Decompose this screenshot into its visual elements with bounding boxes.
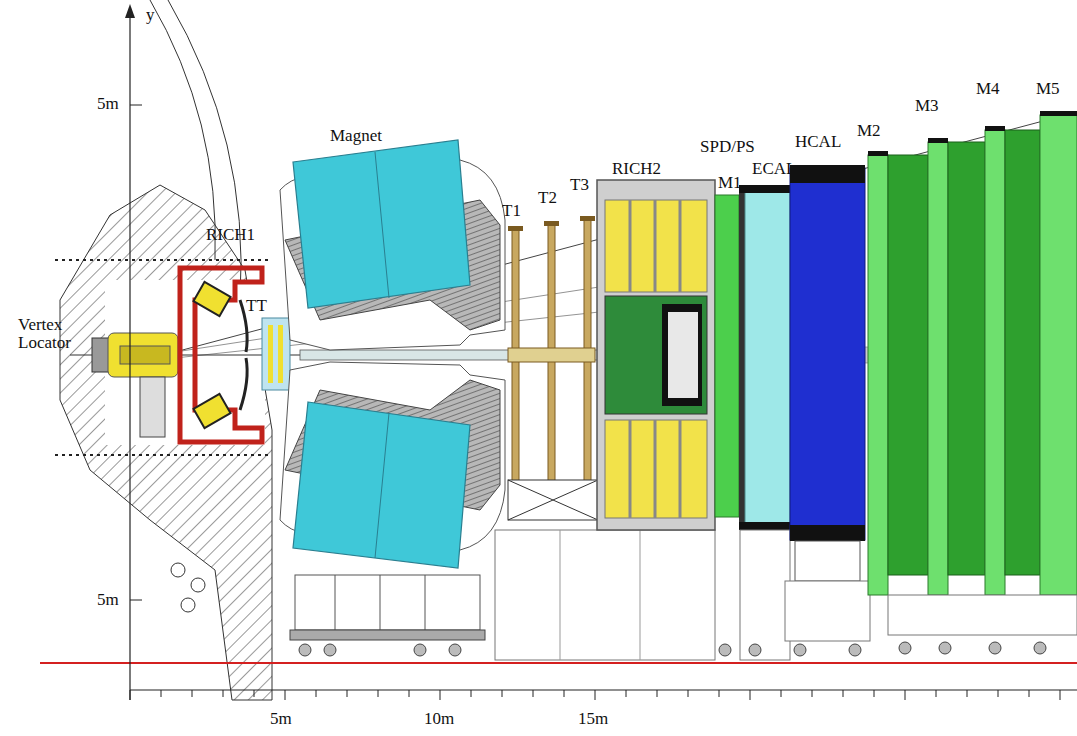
part-label: ECAL: [752, 160, 796, 178]
part-label: M2: [857, 122, 881, 140]
part-label: 5m: [97, 591, 119, 609]
part-label: M4: [976, 80, 1000, 98]
part-label: M5: [1036, 80, 1060, 98]
part-label: T2: [538, 189, 557, 207]
part-label: TT: [246, 297, 267, 315]
part-label: T3: [570, 176, 589, 194]
part-label: SPD/PS: [700, 138, 755, 156]
part-label: RICH2: [612, 160, 661, 178]
part-label: M3: [915, 97, 939, 115]
part-label: 5m: [270, 710, 292, 728]
part-label: T1: [502, 202, 521, 220]
part-label: Magnet: [330, 127, 382, 145]
part-label: 15m: [578, 710, 608, 728]
part-label: 10m: [424, 710, 454, 728]
part-label: y: [146, 6, 155, 24]
part-label: M1: [718, 174, 742, 192]
part-label: 5m: [97, 95, 119, 113]
part-label: RICH1: [206, 226, 255, 244]
part-label: Vertex Locator: [18, 316, 82, 352]
part-label: HCAL: [795, 133, 841, 151]
